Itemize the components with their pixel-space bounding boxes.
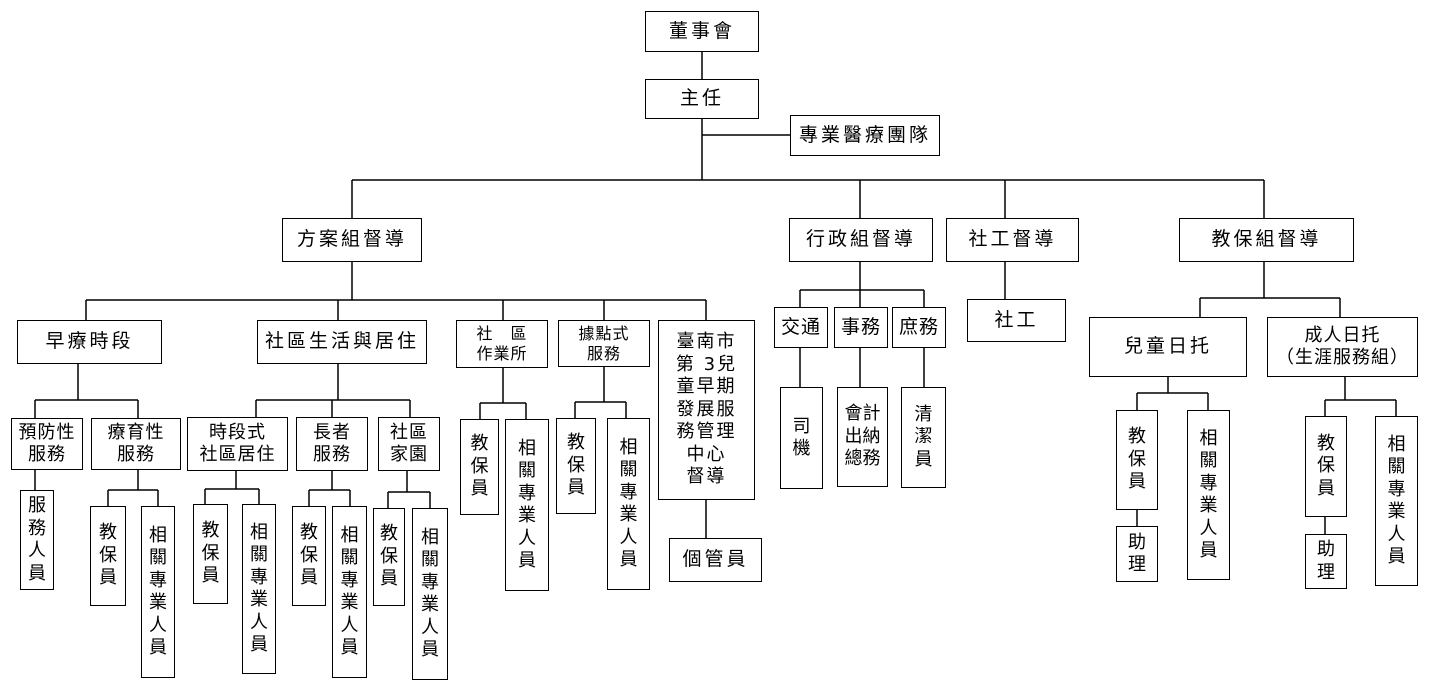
node-elder-teacher: 教 保 員 [292, 506, 326, 606]
node-medical-team: 專業醫療團隊 [790, 115, 940, 156]
node-edu-supervisor: 教保組督導 [1179, 218, 1354, 262]
node-point-teacher: 教 保 員 [556, 418, 596, 514]
node-child-professional: 相 關 專 業 人 員 [1187, 410, 1230, 580]
node-child-teacher: 教 保 員 [1116, 410, 1158, 510]
node-therapy-teacher: 教 保 員 [90, 506, 126, 606]
node-elder-professional: 相 關 專 業 人 員 [332, 506, 367, 678]
node-community-workshop: 社 區 作業所 [456, 320, 548, 368]
node-service-staff: 服 務 人 員 [20, 490, 54, 590]
node-child-daycare: 兒童日托 [1089, 317, 1247, 377]
node-adult-assistant: 助 理 [1305, 534, 1347, 589]
node-social-worker: 社工 [967, 299, 1066, 342]
node-timed-professional: 相 關 專 業 人 員 [242, 504, 276, 674]
node-point-service: 據點式 服務 [558, 320, 650, 367]
node-elder-service: 長者 服務 [296, 417, 368, 471]
node-director: 主任 [645, 79, 759, 119]
node-adult-teacher: 教 保 員 [1305, 416, 1347, 517]
node-workshop-professional: 相 關 專 業 人 員 [505, 419, 549, 591]
node-garden-teacher: 教 保 員 [373, 508, 405, 606]
node-therapy-service: 療育性 服務 [91, 418, 181, 470]
node-child-assistant: 助 理 [1116, 526, 1158, 582]
node-social-supervisor: 社工督導 [946, 218, 1079, 262]
node-early-session: 早療時段 [17, 320, 162, 364]
node-admin-supervisor: 行政組督導 [789, 218, 933, 262]
node-program-supervisor: 方案組督導 [282, 218, 422, 262]
node-affairs: 事務 [834, 307, 888, 348]
node-adult-daycare: 成人日托 （生涯服務組） [1267, 317, 1418, 377]
node-workshop-teacher: 教 保 員 [460, 419, 499, 515]
node-timed-living: 時段式 社區居住 [187, 417, 288, 471]
node-driver: 司 機 [780, 387, 823, 489]
node-therapy-professional: 相 關 專 業 人 員 [141, 506, 175, 678]
node-tainan-center: 臺南市 第 3兒 童早期 發展服 務管理 中心 督導 [658, 320, 755, 500]
node-community-garden: 社區 家園 [378, 417, 440, 471]
node-accountant-cashier: 會計 出納 總務 [837, 387, 888, 487]
node-point-professional: 相 關 專 業 人 員 [607, 418, 650, 590]
node-adult-professional: 相 關 專 業 人 員 [1375, 416, 1418, 586]
node-cleaner: 清 潔 員 [901, 387, 946, 488]
node-prevention-service: 預防性 服務 [11, 418, 83, 470]
node-timed-teacher: 教 保 員 [193, 504, 228, 604]
node-general-affairs: 庶務 [892, 307, 946, 348]
node-board: 董事會 [645, 11, 759, 52]
node-community-living: 社區生活與居住 [257, 320, 427, 364]
node-garden-professional: 相 關 專 業 人 員 [412, 508, 448, 680]
node-case-manager: 個管員 [669, 538, 762, 582]
node-transport: 交通 [774, 307, 828, 348]
